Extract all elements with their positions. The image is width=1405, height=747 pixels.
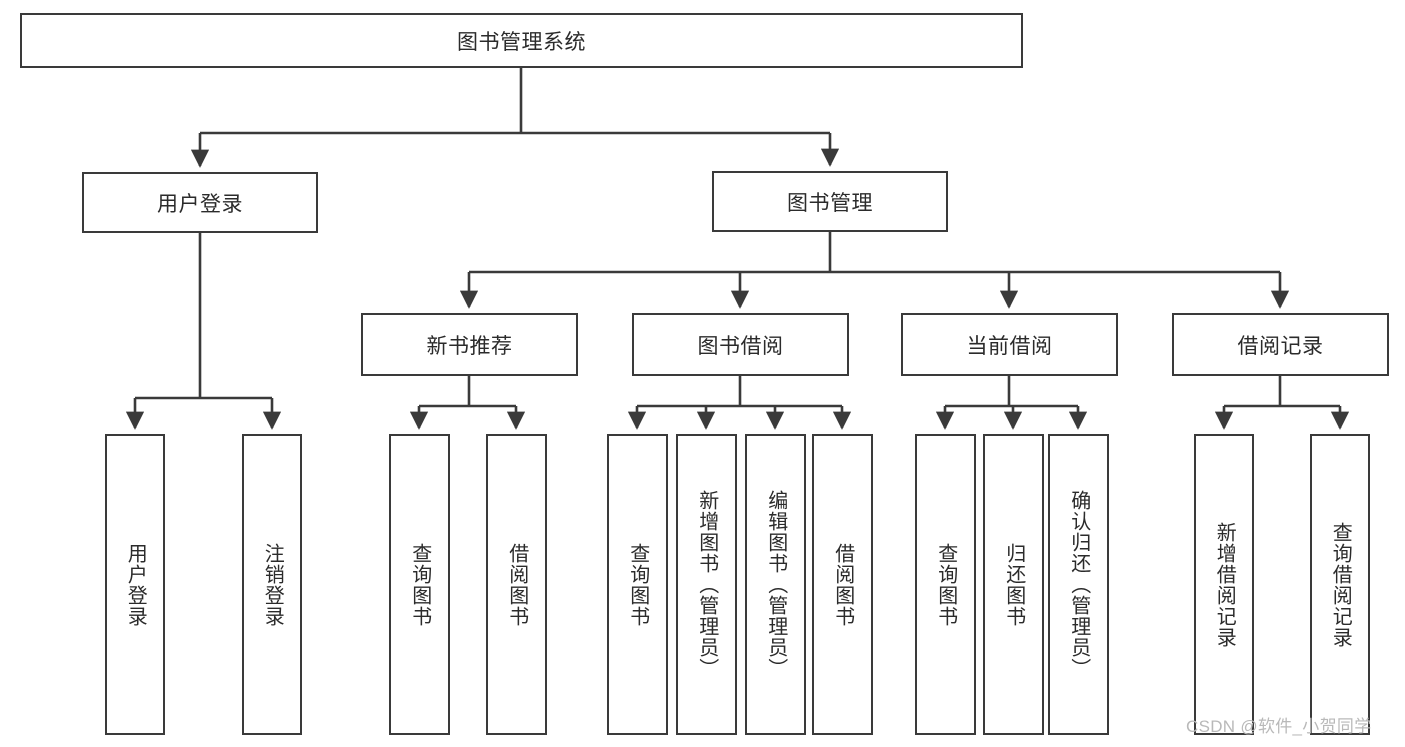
node-current-borrow-label: 当前借阅 <box>966 334 1053 358</box>
node-book-borrow-label: 图书借阅 <box>697 334 784 358</box>
leaf-borrow-book-recommend[interactable]: 借阅图书 <box>486 434 547 735</box>
leaf-query-book-current[interactable]: 查询图书 <box>915 434 976 735</box>
leaf-add-book-admin[interactable]: 新增图书（管理员） <box>676 434 737 735</box>
node-root[interactable]: 图书管理系统 <box>20 13 1023 68</box>
leaf-return-book[interactable]: 归还图书 <box>983 434 1044 735</box>
leaf-add-book-admin-label: 新增图书（管理员） <box>695 490 718 679</box>
node-book-borrow[interactable]: 图书借阅 <box>632 313 849 376</box>
node-user-login[interactable]: 用户登录 <box>82 172 318 233</box>
leaf-borrow-book[interactable]: 借阅图书 <box>812 434 873 735</box>
leaf-borrow-book-label: 借阅图书 <box>831 542 854 627</box>
leaf-return-book-label: 归还图书 <box>1002 542 1025 627</box>
node-new-book-recommend-label: 新书推荐 <box>426 334 513 358</box>
node-borrow-record[interactable]: 借阅记录 <box>1172 313 1389 376</box>
node-new-book-recommend[interactable]: 新书推荐 <box>361 313 578 376</box>
leaf-confirm-return-admin[interactable]: 确认归还（管理员） <box>1048 434 1109 735</box>
node-borrow-record-label: 借阅记录 <box>1237 334 1324 358</box>
watermark: CSDN @软件_小贺同学 <box>1186 717 1372 736</box>
leaf-query-book-recommend[interactable]: 查询图书 <box>389 434 450 735</box>
leaf-edit-book-admin[interactable]: 编辑图书（管理员） <box>745 434 806 735</box>
leaf-query-book-current-label: 查询图书 <box>934 542 957 627</box>
leaf-borrow-book-recommend-label: 借阅图书 <box>505 542 528 627</box>
node-root-label: 图书管理系统 <box>457 30 586 54</box>
leaf-confirm-return-admin-label: 确认归还（管理员） <box>1067 490 1090 679</box>
node-user-login-label: 用户登录 <box>157 192 243 216</box>
leaf-user-login[interactable]: 用户登录 <box>105 434 165 735</box>
leaf-logout[interactable]: 注销登录 <box>242 434 302 735</box>
leaf-query-book-recommend-label: 查询图书 <box>408 542 431 627</box>
leaf-query-book-borrow-label: 查询图书 <box>626 542 649 627</box>
leaf-query-borrow-record-label: 查询借阅记录 <box>1329 521 1352 648</box>
leaf-add-borrow-record[interactable]: 新增借阅记录 <box>1194 434 1254 735</box>
node-book-management[interactable]: 图书管理 <box>712 171 948 232</box>
leaf-query-book-borrow[interactable]: 查询图书 <box>607 434 668 735</box>
leaf-user-login-label: 用户登录 <box>124 542 147 627</box>
node-current-borrow[interactable]: 当前借阅 <box>901 313 1118 376</box>
leaf-add-borrow-record-label: 新增借阅记录 <box>1213 521 1236 648</box>
leaf-edit-book-admin-label: 编辑图书（管理员） <box>764 490 787 679</box>
node-book-management-label: 图书管理 <box>787 191 873 215</box>
leaf-query-borrow-record[interactable]: 查询借阅记录 <box>1310 434 1370 735</box>
leaf-logout-label: 注销登录 <box>261 542 284 627</box>
